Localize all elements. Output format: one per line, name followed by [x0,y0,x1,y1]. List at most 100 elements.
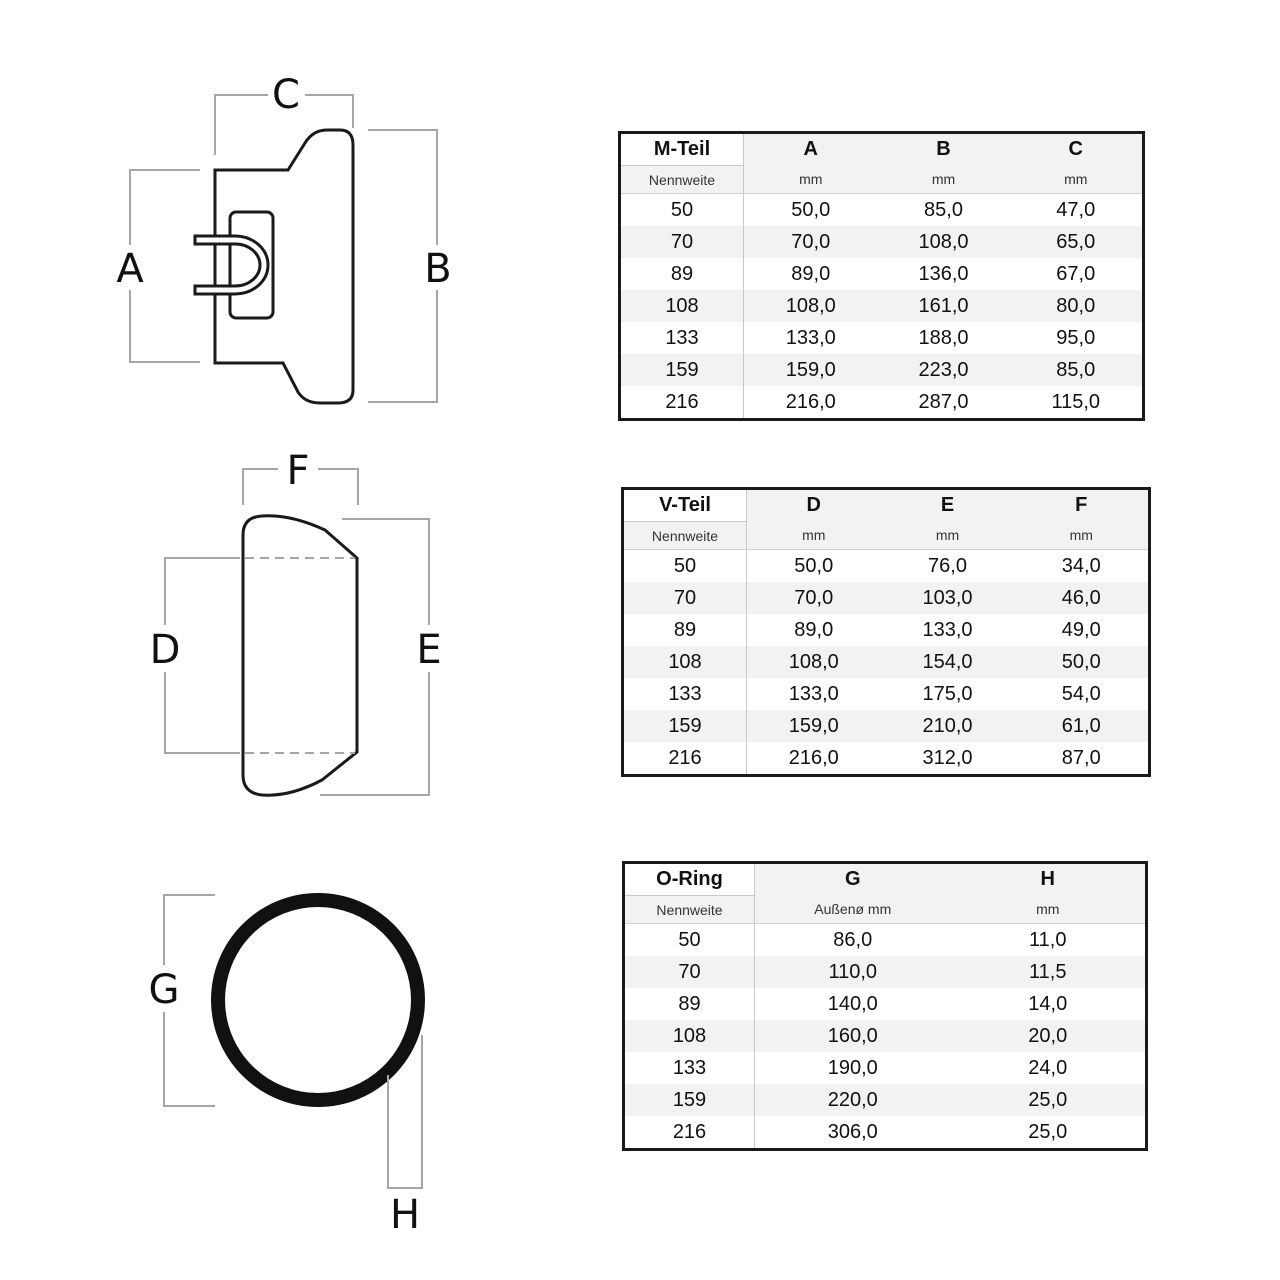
dimension-e-line [342,518,430,625]
table-cell: 70 [622,582,747,614]
table-cell: 287,0 [918,390,969,413]
dimension-f-line [242,468,278,505]
v-teil-unit-d: mm [746,521,881,550]
table-cell: 70 [623,956,755,988]
table-cell: 14,0 [1028,992,1068,1015]
v-teil-header-d: D [746,488,881,522]
table-cell: 20,0 [950,1020,1147,1052]
table-cell: 50 [622,549,747,582]
table-cell: 312,0 [922,746,973,769]
table-cell: 210,0 [880,710,1015,742]
v-teil-unit-e: mm [880,521,1015,550]
dimension-f-line-right [318,468,359,505]
m-teil-header-c: C [1009,132,1144,166]
label-c: C [272,72,300,118]
dimension-e-line-bottom [320,672,430,796]
table-cell: 115,0 [1051,390,1101,413]
table-cell: 161,0 [877,290,1010,322]
v-teil-header-e: E [880,488,1015,522]
m-teil-header-part: M-Teil [619,132,744,166]
table-cell: 11,5 [950,956,1147,988]
table-cell: 175,0 [922,682,973,705]
table-cell: 108 [622,646,747,678]
table-cell: 103,0 [880,582,1015,614]
m-teil-unit-b: mm [877,165,1010,194]
dimension-a-line [129,169,200,245]
dimension-b-line-bottom [368,290,438,403]
table-cell: 11,0 [1029,928,1067,951]
table-cell: 188,0 [918,326,969,349]
o-ring-header-h: H [950,862,1147,896]
o-ring-drawing: G H [149,893,425,1238]
table-cell: 159,0 [743,354,878,386]
table-cell: 159 [623,1084,755,1116]
table-row: 133 133,0 175,0 54,0 [622,678,1150,710]
table-cell: 140,0 [827,992,878,1015]
o-ring-header-part: O-Ring [623,862,755,896]
o-ring-outline [211,893,425,1107]
table-cell: 133,0 [922,618,973,641]
table-cell: 86,0 [833,928,873,951]
table-cell: 133,0 [788,682,839,705]
dimension-g-line [163,894,215,965]
table-cell: 70 [619,226,744,258]
m-teil-unit-nennweite: Nennweite [619,165,744,194]
v-teil-outline [241,514,359,797]
dimension-h-line [387,1035,423,1189]
table-cell: 89 [619,258,744,290]
v-teil-unit-f: mm [1014,521,1150,550]
table-cell: 54,0 [1061,682,1101,705]
table-cell: 80,0 [1009,290,1144,322]
table-cell: 133,0 [785,326,836,349]
table-cell: 50 [619,193,744,226]
label-e: E [416,627,441,673]
v-teil-unit-nennweite: Nennweite [622,521,747,550]
table-cell: 108,0 [743,290,878,322]
table-cell: 34,0 [1061,554,1101,577]
table-cell: 108,0 [746,646,881,678]
o-ring-unit-nennweite: Nennweite [623,895,755,924]
table-cell: 216 [622,742,747,776]
table-cell: 47,0 [1056,198,1096,221]
table-cell: 50 [623,923,755,956]
table-cell: 216,0 [785,390,836,413]
table-cell: 108 [619,290,744,322]
v-teil-drawing: F D E [150,448,442,797]
table-cell: 160,0 [754,1020,951,1052]
label-g: G [149,967,180,1013]
table-cell: 85,0 [924,198,963,221]
label-b: B [424,246,451,292]
table-cell: 49,0 [1061,618,1101,641]
label-h: H [390,1192,420,1238]
label-a: A [116,246,144,292]
table-cell: 50,0 [1014,646,1150,678]
dimension-c-line-right [305,94,354,128]
table-cell: 76,0 [928,554,967,577]
label-f: F [286,448,309,494]
table-cell: 159,0 [746,710,881,742]
table-cell: 108,0 [877,226,1010,258]
table-cell: 61,0 [1014,710,1150,742]
dimension-g-line-bottom [163,1012,215,1107]
table-cell: 85,0 [1009,354,1144,386]
table-cell: 133 [622,678,747,710]
v-teil-header-f: F [1014,488,1150,522]
table-cell: 216,0 [788,746,839,769]
